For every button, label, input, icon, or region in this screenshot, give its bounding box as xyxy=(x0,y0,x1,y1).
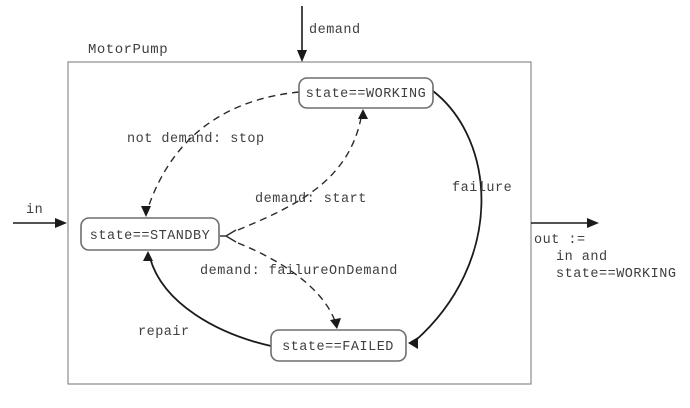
state-standby-label: state==STANDBY xyxy=(90,229,210,244)
transition-failure-label: failure xyxy=(452,181,512,196)
transition-failure: failure xyxy=(408,90,512,349)
out-output-arrow: out := in and state==WORKING xyxy=(531,218,676,282)
transition-stop: not demand: stop xyxy=(127,91,300,217)
in-arrowhead-icon xyxy=(55,218,67,228)
transition-failure-edge xyxy=(414,90,483,342)
transition-start: demand: start xyxy=(237,109,368,231)
out-port-label-line2: in and xyxy=(556,250,608,265)
transition-stop-edge xyxy=(146,91,300,212)
transition-failure-arrowhead-icon xyxy=(408,337,418,349)
demand-port-label: demand xyxy=(309,23,361,38)
state-working: state==WORKING xyxy=(298,77,434,109)
transition-failure-on-demand: demand: failureOnDemand xyxy=(200,242,398,329)
state-standby-box xyxy=(80,217,220,251)
out-arrowhead-icon xyxy=(587,218,599,228)
demand-input-arrow: demand xyxy=(297,6,361,62)
transition-repair-label: repair xyxy=(138,325,190,340)
transition-stop-label: not demand: stop xyxy=(127,132,265,147)
in-port-label: in xyxy=(26,203,43,218)
transition-failure-on-demand-arrowhead-icon xyxy=(330,318,341,329)
demand-arrowhead-icon xyxy=(297,50,307,62)
out-port-label-line1: out := xyxy=(534,233,586,248)
state-standby: state==STANDBY xyxy=(80,217,220,251)
component-title: MotorPump xyxy=(88,42,168,58)
transition-stop-arrowhead-icon xyxy=(141,206,151,217)
transition-start-arrowhead-icon xyxy=(358,109,368,119)
state-failed-label: state==FAILED xyxy=(282,340,394,355)
state-working-box xyxy=(298,77,434,109)
transition-failure-on-demand-edge xyxy=(237,242,336,322)
transition-repair-edge xyxy=(149,257,272,347)
state-working-label: state==WORKING xyxy=(306,87,426,102)
transition-repair: repair xyxy=(138,251,272,347)
transition-start-label: demand: start xyxy=(255,192,367,207)
standby-junction xyxy=(220,229,237,243)
transition-failure-on-demand-label: demand: failureOnDemand xyxy=(200,264,398,279)
out-port-label-line3: state==WORKING xyxy=(556,267,676,282)
state-failed-box xyxy=(270,329,407,362)
in-input-arrow: in xyxy=(13,203,67,228)
transition-start-edge xyxy=(237,117,362,231)
state-failed: state==FAILED xyxy=(270,329,407,362)
transition-repair-arrowhead-icon xyxy=(143,251,153,261)
standby-junction-arrowhead-icon xyxy=(224,229,237,243)
